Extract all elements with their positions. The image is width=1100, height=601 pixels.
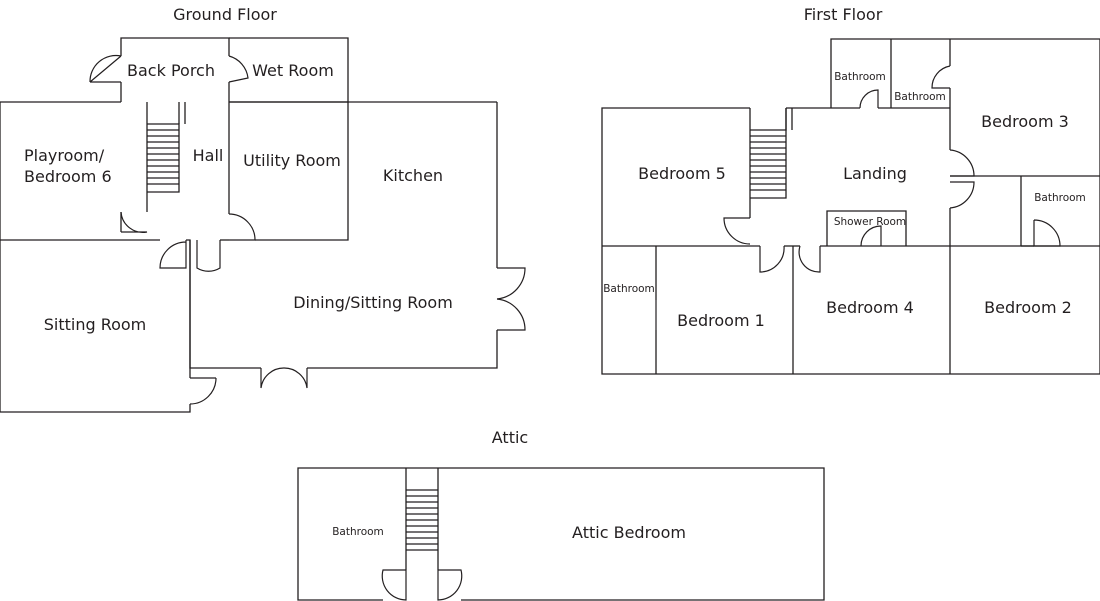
bedroom4-label: Bedroom 4 bbox=[826, 298, 914, 317]
shower-room-door bbox=[860, 225, 882, 247]
bathroom-a-label: Bathroom bbox=[834, 71, 886, 83]
bedroom1-label: Bedroom 1 bbox=[677, 311, 765, 330]
bedroom3-label: Bedroom 3 bbox=[981, 112, 1069, 131]
ground-stairs bbox=[147, 102, 186, 193]
back-porch-wall bbox=[120, 37, 230, 56]
ground-floor-title: Ground Floor bbox=[173, 5, 277, 24]
sitting-room-door bbox=[189, 377, 217, 405]
attic-doors bbox=[381, 569, 463, 601]
attic-bedroom-door bbox=[437, 569, 463, 601]
bathroom-b-door bbox=[931, 65, 951, 89]
playroom-label-line2: Bedroom 6 bbox=[24, 167, 112, 186]
first-floor-doors bbox=[655, 65, 1061, 330]
bathroom-b-label: Bathroom bbox=[894, 91, 946, 103]
attic-bathroom-door bbox=[381, 569, 407, 601]
attic-bathroom-label: Bathroom bbox=[332, 526, 384, 538]
bathroom-d-door bbox=[1033, 219, 1061, 247]
bedroom5-label: Bedroom 5 bbox=[638, 164, 726, 183]
sitting-room-wall bbox=[0, 240, 191, 413]
bedroom3-door bbox=[949, 149, 975, 177]
bathroom-a-door bbox=[859, 89, 879, 109]
hall-door-right bbox=[196, 240, 221, 272]
bathroom-c-label: Bathroom bbox=[603, 283, 655, 295]
bedroom2-label: Bedroom 2 bbox=[984, 298, 1072, 317]
back-porch-door-left bbox=[89, 54, 122, 83]
first-floor-plan: First Floor Bathroom Bathroom Bedroom 3 … bbox=[601, 5, 1100, 375]
landing-label: Landing bbox=[843, 164, 907, 183]
back-porch-door-right bbox=[228, 55, 249, 83]
first-floor-outer-wall bbox=[601, 38, 1100, 375]
attic-title: Attic bbox=[492, 428, 528, 447]
bathroom-d-label: Bathroom bbox=[1034, 192, 1086, 204]
sitting-room-label: Sitting Room bbox=[44, 315, 147, 334]
shower-room-label: Shower Room bbox=[834, 216, 906, 228]
attic-outer-wall bbox=[297, 467, 825, 601]
kitchen-label: Kitchen bbox=[383, 166, 443, 185]
playroom-door bbox=[120, 211, 148, 233]
attic-plan: Attic Bathroom Attic Bedroom bbox=[297, 428, 825, 601]
utility-door bbox=[228, 213, 256, 241]
dining-room-label: Dining/Sitting Room bbox=[293, 293, 453, 312]
bedroom4-door bbox=[798, 245, 821, 273]
attic-stairs bbox=[406, 489, 438, 551]
dining-french-door-bottom bbox=[496, 298, 526, 331]
back-porch-label: Back Porch bbox=[127, 61, 215, 80]
ground-doors bbox=[89, 54, 526, 405]
dining-french-door-top bbox=[496, 267, 526, 300]
kitchen-outer-lower bbox=[307, 330, 498, 369]
hall-door-left bbox=[159, 240, 187, 269]
bedroom1-door bbox=[759, 245, 785, 273]
bedroom2-door-landing bbox=[949, 181, 975, 209]
first-floor-title: First Floor bbox=[804, 5, 883, 24]
attic-bedroom-label: Attic Bedroom bbox=[572, 523, 686, 542]
utility-room-label: Utility Room bbox=[243, 151, 341, 170]
dining-bottom-door-left bbox=[260, 367, 285, 389]
playroom-label-line1: Playroom/ bbox=[24, 146, 105, 165]
wet-room-label: Wet Room bbox=[252, 61, 334, 80]
first-floor-stairs bbox=[750, 108, 793, 199]
utility-room-bottom bbox=[255, 102, 349, 241]
dining-bottom-door-right bbox=[283, 367, 308, 389]
bedroom5-door bbox=[723, 217, 751, 245]
hall-label: Hall bbox=[193, 146, 224, 165]
playroom-wall bbox=[0, 101, 160, 241]
ground-floor-plan: Ground Floor Back Porch Wet Room Playroo… bbox=[0, 5, 526, 413]
shower-room-wall bbox=[826, 210, 907, 246]
